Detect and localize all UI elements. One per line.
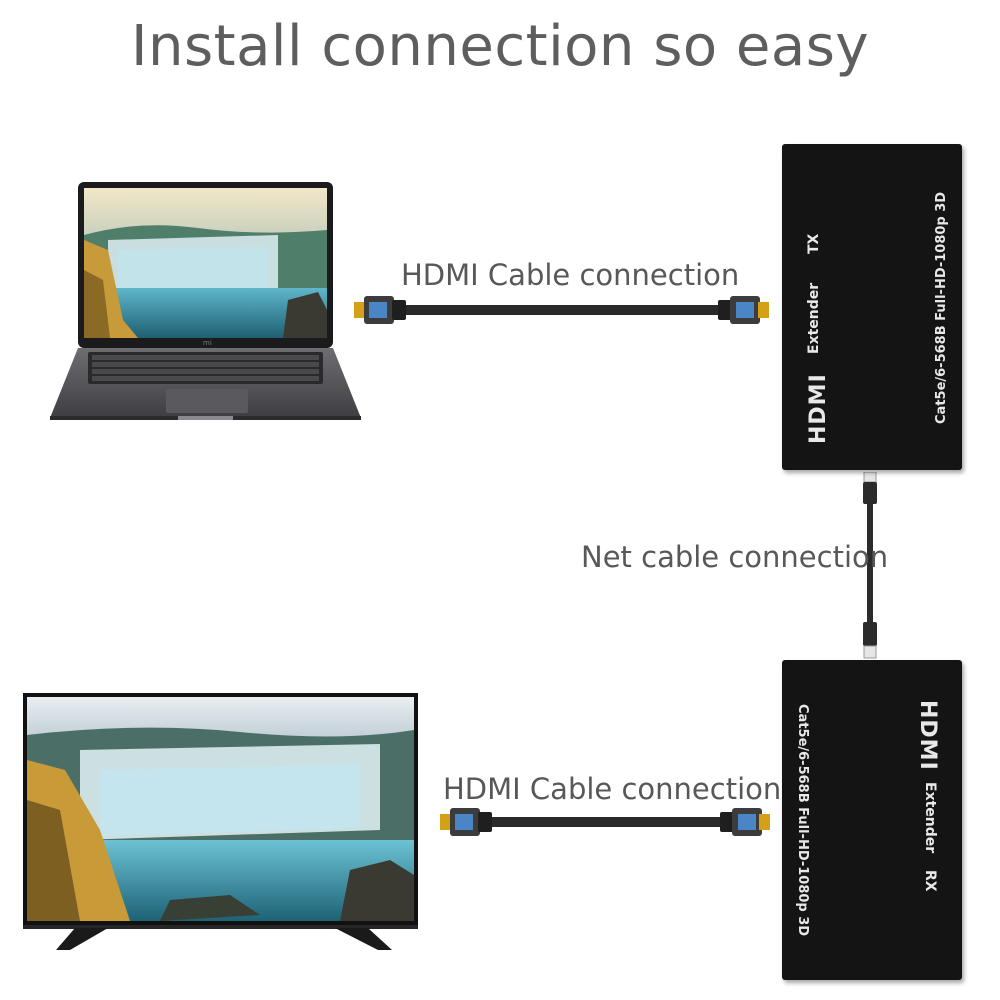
tx-spec-text: Cat5e/6-568B Full-HD-1080p 3D — [934, 191, 949, 424]
tv-illustration — [23, 693, 418, 950]
tx-hdmi-logo: HDMI — [806, 373, 831, 444]
tx-extender-device: HDMI Extender TX Cat5e/6-568B Full-HD-10… — [782, 144, 962, 470]
hdmi-connection-label-bottom: HDMI Cable connection — [443, 772, 782, 806]
tx-extender-text: Extender — [806, 282, 822, 354]
hdmi-connector-right-icon — [718, 296, 769, 324]
rx-extender-text: Extender — [922, 782, 938, 854]
net-connection-label: Net cable connection — [581, 540, 889, 574]
hdmi-connector-right-icon — [720, 808, 770, 836]
tx-mode-text: TX — [806, 233, 822, 254]
hdmi-connection-label-top: HDMI Cable connection — [401, 258, 740, 292]
rx-extender-device: HDMI Extender RX Cat5e/6-568B Full-HD-10… — [782, 660, 962, 980]
laptop-illustration: mi — [50, 182, 361, 420]
hdmi-connector-left-icon — [354, 296, 406, 324]
hdmi-cable-bottom — [440, 808, 770, 836]
rx-spec-text: Cat5e/6-568B Full-HD-1080p 3D — [795, 704, 810, 937]
hdmi-cable-top — [354, 296, 769, 324]
net-cable — [863, 472, 877, 659]
rx-hdmi-logo: HDMI — [915, 700, 940, 771]
page-title: Install connection so easy — [130, 14, 870, 79]
rx-mode-text: RX — [922, 870, 938, 892]
laptop-brand-logo: mi — [203, 339, 212, 347]
hdmi-connector-left-icon — [440, 808, 492, 836]
